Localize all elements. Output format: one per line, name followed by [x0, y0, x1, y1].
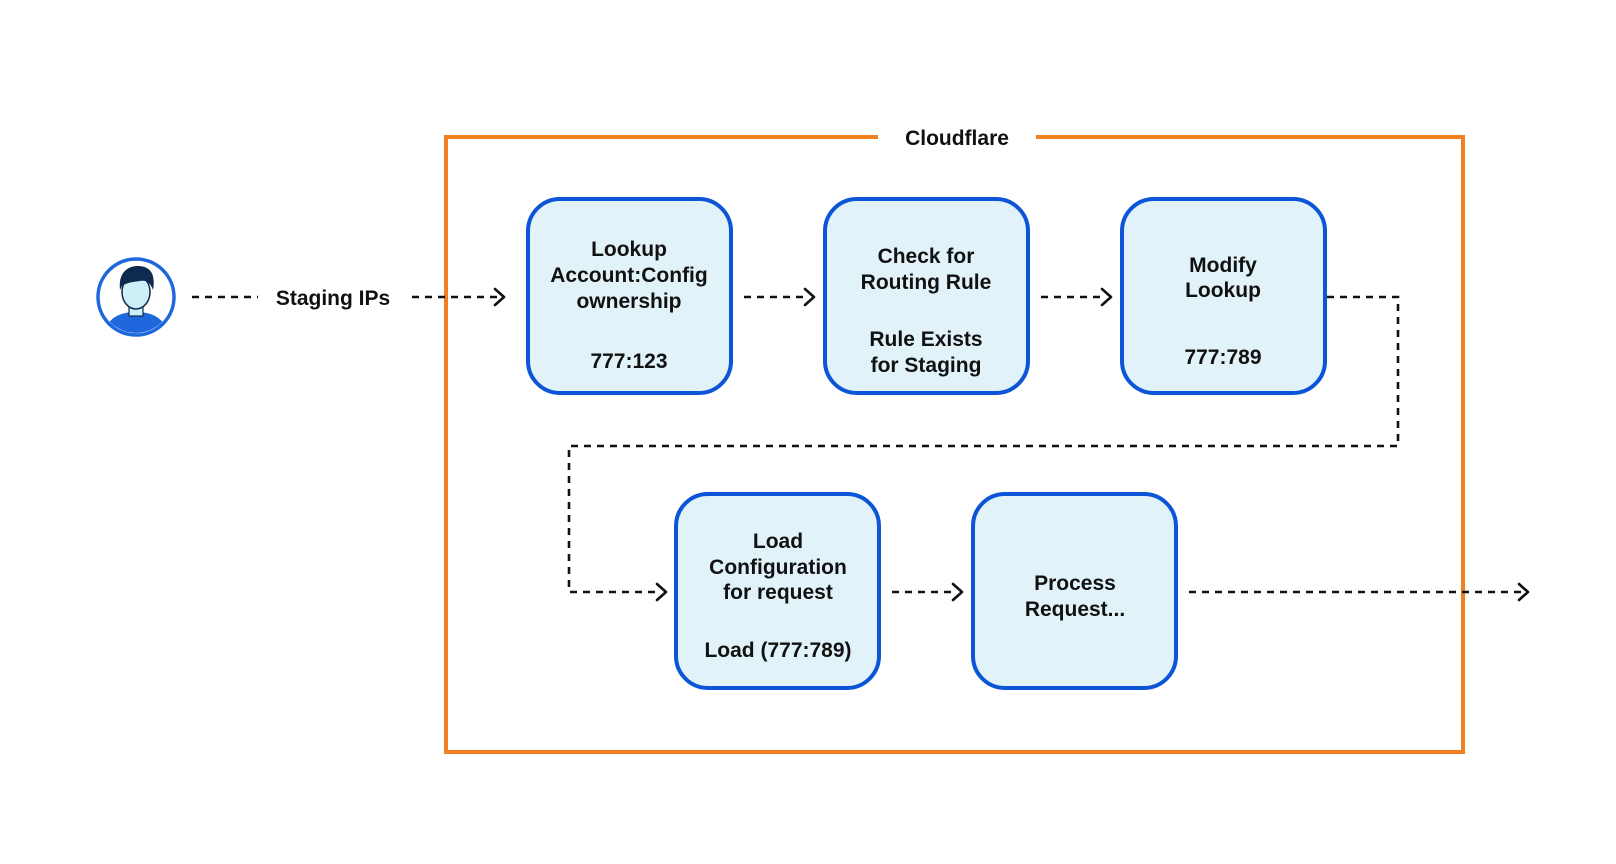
node-check-line2: Routing Rule — [861, 271, 992, 294]
edge-user-to-lookup: Staging IPs — [192, 287, 506, 310]
node-lookup-line1: Lookup — [591, 238, 667, 261]
node-lookup: Lookup Account:Config ownership 777:123 — [526, 197, 733, 395]
node-process-line2: Request... — [1025, 598, 1125, 621]
arrowhead — [1100, 287, 1113, 307]
node-modify-box — [1120, 197, 1327, 395]
node-lookup-box — [526, 197, 733, 395]
boundary-label: Cloudflare — [905, 127, 1009, 150]
edge-process-to-exit — [1189, 582, 1530, 602]
arrowhead — [655, 582, 668, 602]
arrowhead — [493, 287, 506, 307]
edge-load-to-process — [892, 582, 964, 602]
node-load-box — [674, 492, 881, 690]
node-check-line4: for Staging — [871, 354, 982, 377]
arrowhead — [1517, 582, 1530, 602]
node-check-routing: Check for Routing Rule Rule Exists for S… — [823, 197, 1030, 395]
edge-check-to-modify — [1041, 287, 1113, 307]
node-load-configuration: Load Configuration for request Load (777… — [674, 492, 881, 690]
node-load-line1: Load — [753, 530, 803, 553]
node-load-value: Load (777:789) — [704, 639, 851, 662]
user-avatar — [96, 257, 176, 337]
node-modify-line1: Modify — [1189, 254, 1257, 277]
node-process-box — [971, 492, 1178, 690]
node-process-line1: Process — [1034, 572, 1116, 595]
arrowhead — [803, 287, 816, 307]
node-modify-value: 777:789 — [1184, 346, 1261, 369]
node-lookup-line3: ownership — [576, 290, 681, 313]
avatar-hair — [119, 266, 154, 290]
node-modify-lookup: Modify Lookup 777:789 — [1120, 197, 1327, 395]
node-modify-line2: Lookup — [1185, 279, 1261, 302]
node-check-line3: Rule Exists — [869, 328, 982, 351]
boundary-frame — [444, 135, 1465, 754]
edge-path — [567, 295, 1400, 594]
node-check-line1: Check for — [878, 245, 975, 268]
node-lookup-line2: Account:Config — [550, 264, 707, 287]
edge-lookup-to-check — [744, 287, 816, 307]
edge-modify-to-load — [567, 295, 1400, 602]
node-load-line2: Configuration — [709, 556, 847, 579]
node-process-request: Process Request... — [971, 492, 1178, 690]
staging-ips-label: Staging IPs — [276, 287, 390, 310]
node-check-box — [823, 197, 1030, 395]
node-load-line3: for request — [723, 581, 833, 604]
cloudflare-boundary: Cloudflare — [444, 127, 1465, 754]
node-lookup-value: 777:123 — [590, 350, 667, 373]
arrowhead — [951, 582, 964, 602]
person-avatar-icon — [104, 266, 168, 333]
